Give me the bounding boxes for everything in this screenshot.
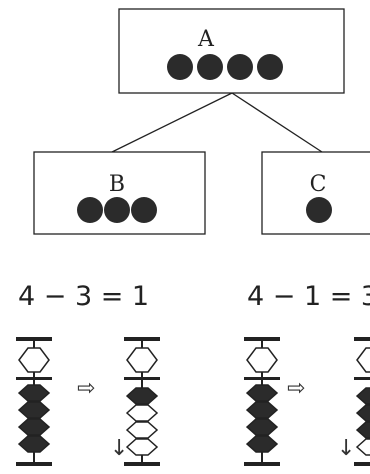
abacus-left-before: [16, 337, 52, 466]
node-b-label: B: [109, 172, 125, 197]
equation-left: 4 − 3 = 1: [18, 281, 149, 312]
abacus-heaven-bead: [18, 347, 50, 373]
abacus-earth-bead: [17, 384, 51, 402]
counter-bead: [306, 197, 332, 223]
abacus-heaven-bead: [356, 347, 370, 373]
edge-a-c: [231, 92, 323, 153]
abacus-top-frame: [244, 337, 280, 341]
abacus-reckoning-bar: [354, 377, 370, 380]
abacus-reckoning-bar: [124, 377, 160, 380]
node-b-beads: [77, 197, 157, 223]
abacus-earth-bead: [17, 435, 51, 453]
abacus-top-frame: [354, 337, 370, 341]
node-b: B: [33, 151, 206, 235]
transform-arrow-left: ⇨: [77, 376, 95, 401]
abacus-bottom-frame: [16, 462, 52, 466]
abacus-earth-bead: [355, 404, 370, 422]
abacus-earth-bead: [245, 418, 279, 436]
abacus-right-before: [244, 337, 280, 466]
abacus-earth-bead: [355, 438, 370, 456]
abacus-bottom-frame: [244, 462, 280, 466]
abacus-earth-bead: [125, 421, 159, 439]
counter-bead: [257, 54, 283, 80]
abacus-bottom-frame: [354, 462, 370, 466]
abacus-earth-bead: [125, 438, 159, 456]
abacus-earth-bead: [17, 401, 51, 419]
counter-bead: [77, 197, 103, 223]
abacus-top-frame: [124, 337, 160, 341]
node-c-label: C: [310, 172, 327, 197]
node-a-beads: [167, 54, 283, 80]
transform-arrow-right: ⇨: [287, 376, 305, 401]
equation-right: 4 − 1 = 3: [247, 281, 370, 312]
down-arrow-left: ↓: [110, 436, 128, 461]
abacus-reckoning-bar: [244, 377, 280, 380]
abacus-earth-bead: [245, 435, 279, 453]
abacus-earth-bead: [17, 418, 51, 436]
abacus-heaven-bead: [126, 347, 158, 373]
abacus-top-frame: [16, 337, 52, 341]
node-c: C: [261, 151, 370, 235]
abacus-earth-bead: [125, 404, 159, 422]
counter-bead: [197, 54, 223, 80]
counter-bead: [167, 54, 193, 80]
down-arrow-right: ↓: [337, 436, 355, 461]
node-a: A: [118, 8, 345, 94]
counter-bead: [131, 197, 157, 223]
abacus-earth-bead: [355, 387, 370, 405]
abacus-right-after: [354, 337, 370, 466]
abacus-earth-bead: [245, 401, 279, 419]
edge-a-b: [111, 92, 233, 153]
abacus-earth-bead: [245, 384, 279, 402]
counter-bead: [104, 197, 130, 223]
node-c-beads: [306, 197, 332, 223]
abacus-left-after: [124, 337, 160, 466]
abacus-heaven-bead: [246, 347, 278, 373]
abacus-bottom-frame: [124, 462, 160, 466]
node-a-label: A: [197, 27, 215, 52]
abacus-earth-bead: [125, 387, 159, 405]
abacus-reckoning-bar: [16, 377, 52, 380]
counter-bead: [227, 54, 253, 80]
abacus-earth-bead: [355, 421, 370, 439]
